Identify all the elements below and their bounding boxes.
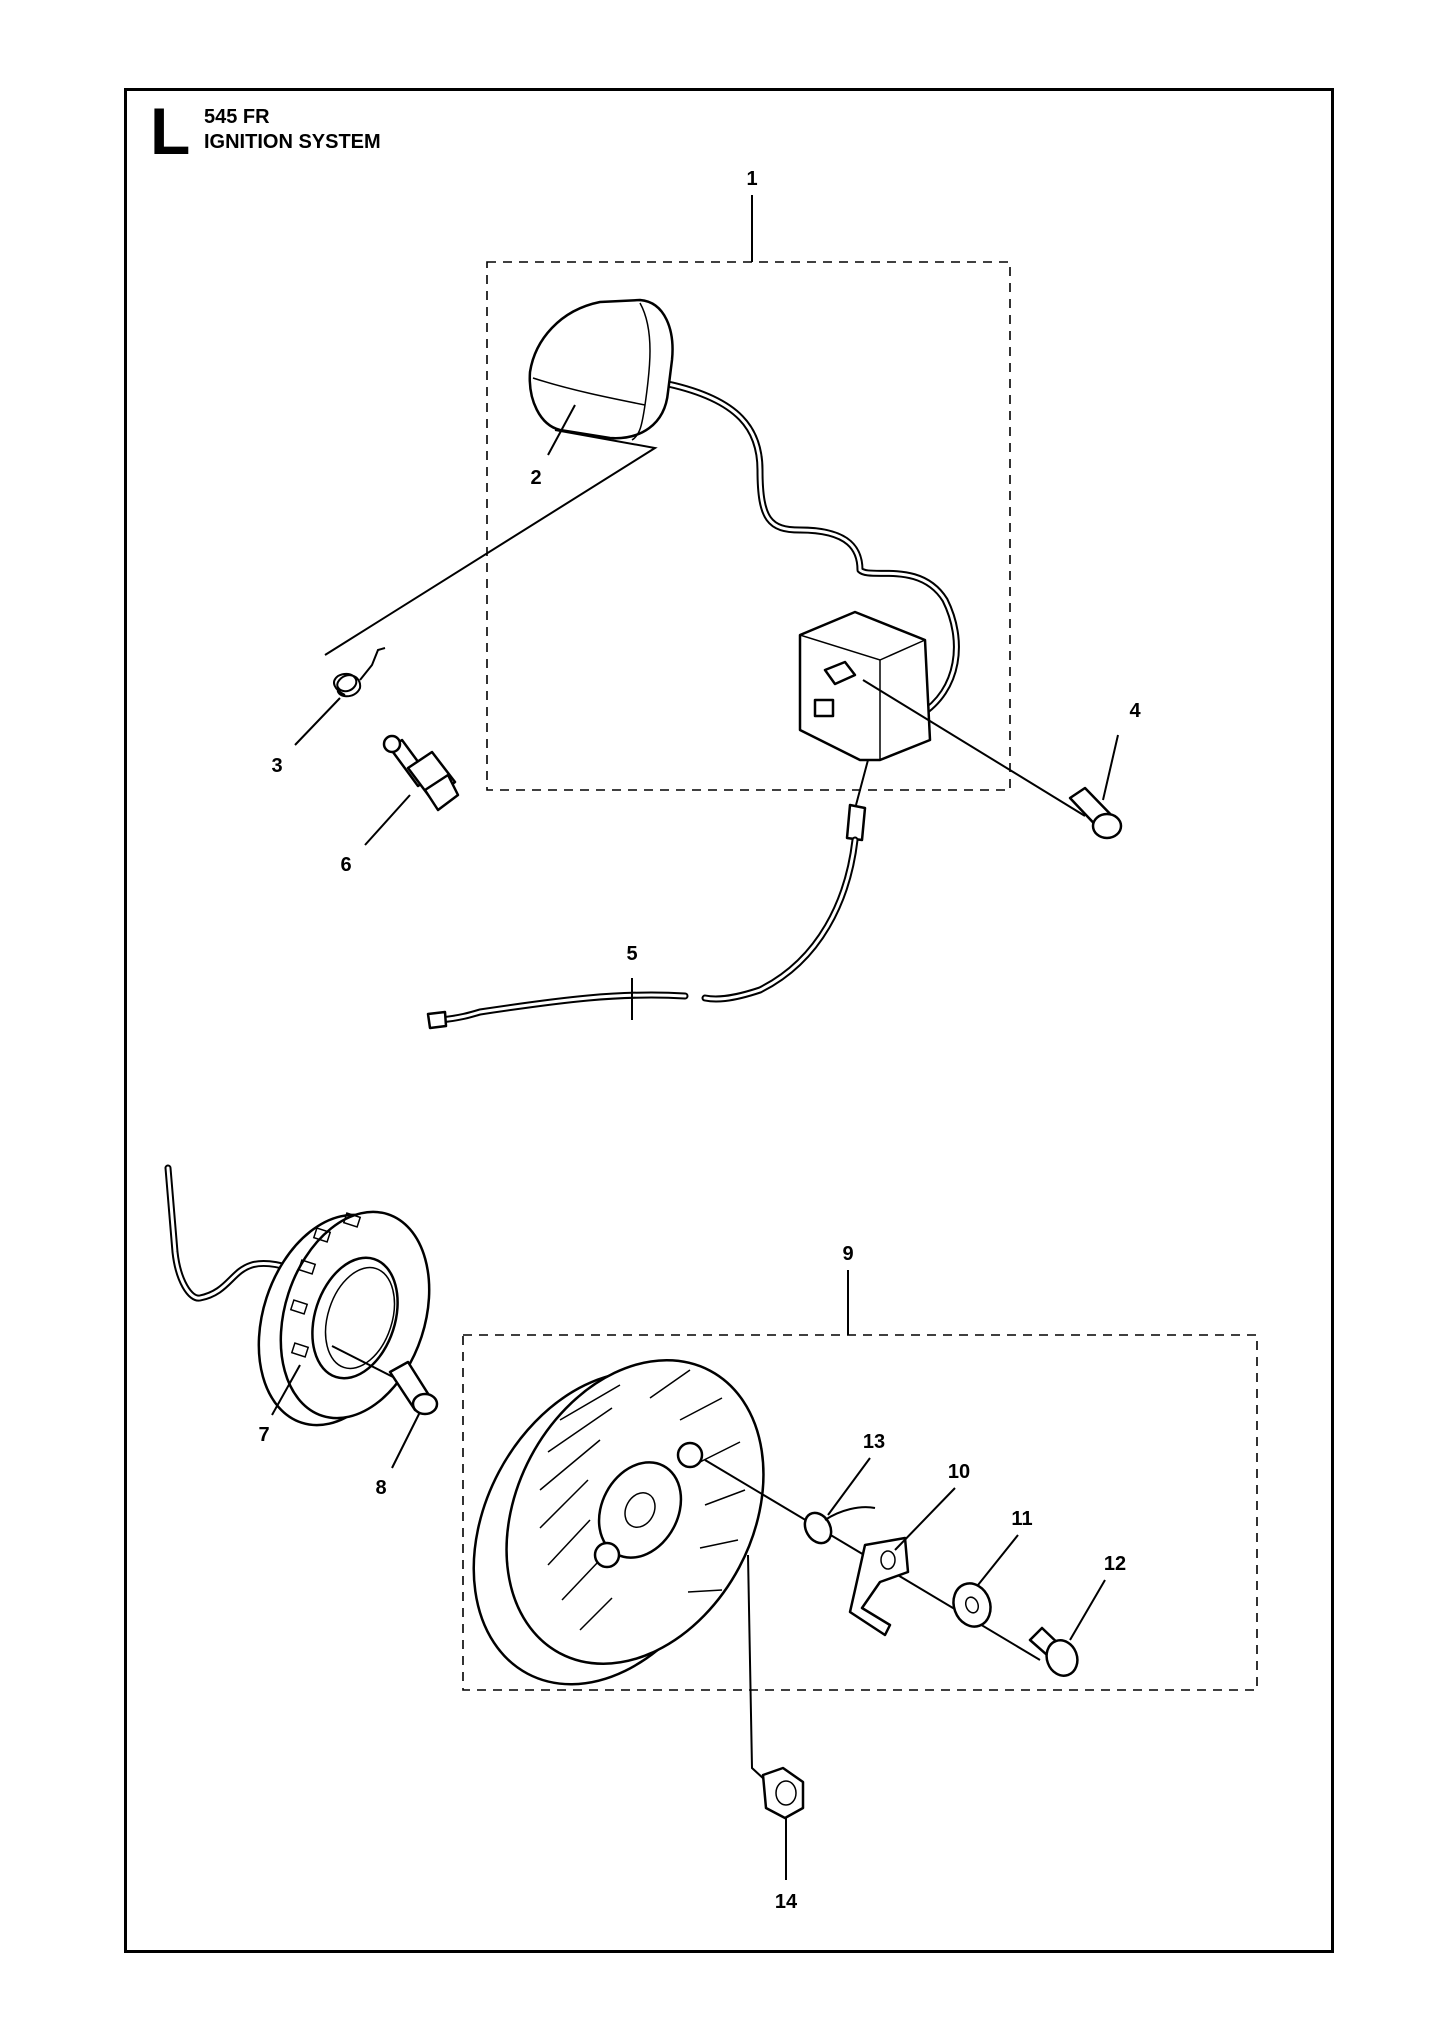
spark-plug-boot bbox=[528, 298, 960, 719]
callout-13: 13 bbox=[863, 1431, 885, 1453]
washer bbox=[952, 1582, 992, 1628]
leader-11 bbox=[977, 1534, 1019, 1586]
leader-8 bbox=[391, 1411, 421, 1469]
callout-3: 3 bbox=[271, 755, 282, 777]
callout-14: 14 bbox=[775, 1891, 798, 1913]
callout-12: 12 bbox=[1104, 1553, 1126, 1575]
spark-plug bbox=[382, 734, 460, 812]
callout-8: 8 bbox=[375, 1477, 386, 1499]
flywheel-nut bbox=[747, 1554, 805, 1880]
callout-1: 1 bbox=[746, 168, 757, 190]
callout-5: 5 bbox=[626, 943, 637, 965]
callout-11: 11 bbox=[1011, 1508, 1032, 1530]
section-title: IGNITION SYSTEM bbox=[204, 131, 381, 153]
callout-2: 2 bbox=[530, 467, 541, 489]
flywheel bbox=[472, 1359, 765, 1686]
group-box-flywheel bbox=[462, 1334, 1258, 1691]
callout-10: 10 bbox=[948, 1461, 970, 1483]
stop-switch-lead bbox=[426, 759, 869, 1030]
diagram-frame bbox=[124, 88, 1334, 1953]
callout-7: 7 bbox=[258, 1424, 269, 1446]
callout-4: 4 bbox=[1129, 700, 1141, 722]
leader-13 bbox=[827, 1457, 871, 1516]
leader-2 bbox=[547, 404, 576, 456]
ignition-bracket bbox=[848, 1536, 910, 1637]
section-letter: L bbox=[150, 94, 191, 168]
leader-10 bbox=[894, 1487, 956, 1551]
coil-screw bbox=[331, 1345, 439, 1416]
leader-3 bbox=[294, 697, 341, 746]
group-box-ignition-module bbox=[486, 261, 1011, 791]
flywheel-bolt bbox=[1028, 1626, 1079, 1677]
model-name: 545 FR bbox=[204, 106, 270, 128]
retaining-clip bbox=[803, 1506, 876, 1545]
spark-plug-spring bbox=[333, 647, 386, 698]
callout-9: 9 bbox=[842, 1243, 853, 1265]
leader-7 bbox=[271, 1364, 301, 1416]
module-screw bbox=[862, 679, 1123, 840]
ignition-coil-ring bbox=[164, 1164, 431, 1427]
callout-6: 6 bbox=[340, 854, 351, 876]
leader-2-to-3 bbox=[324, 429, 658, 656]
leader-4 bbox=[1102, 734, 1119, 801]
leader-12 bbox=[1069, 1579, 1106, 1641]
leader-6 bbox=[364, 794, 411, 846]
ignition-module bbox=[798, 610, 932, 762]
